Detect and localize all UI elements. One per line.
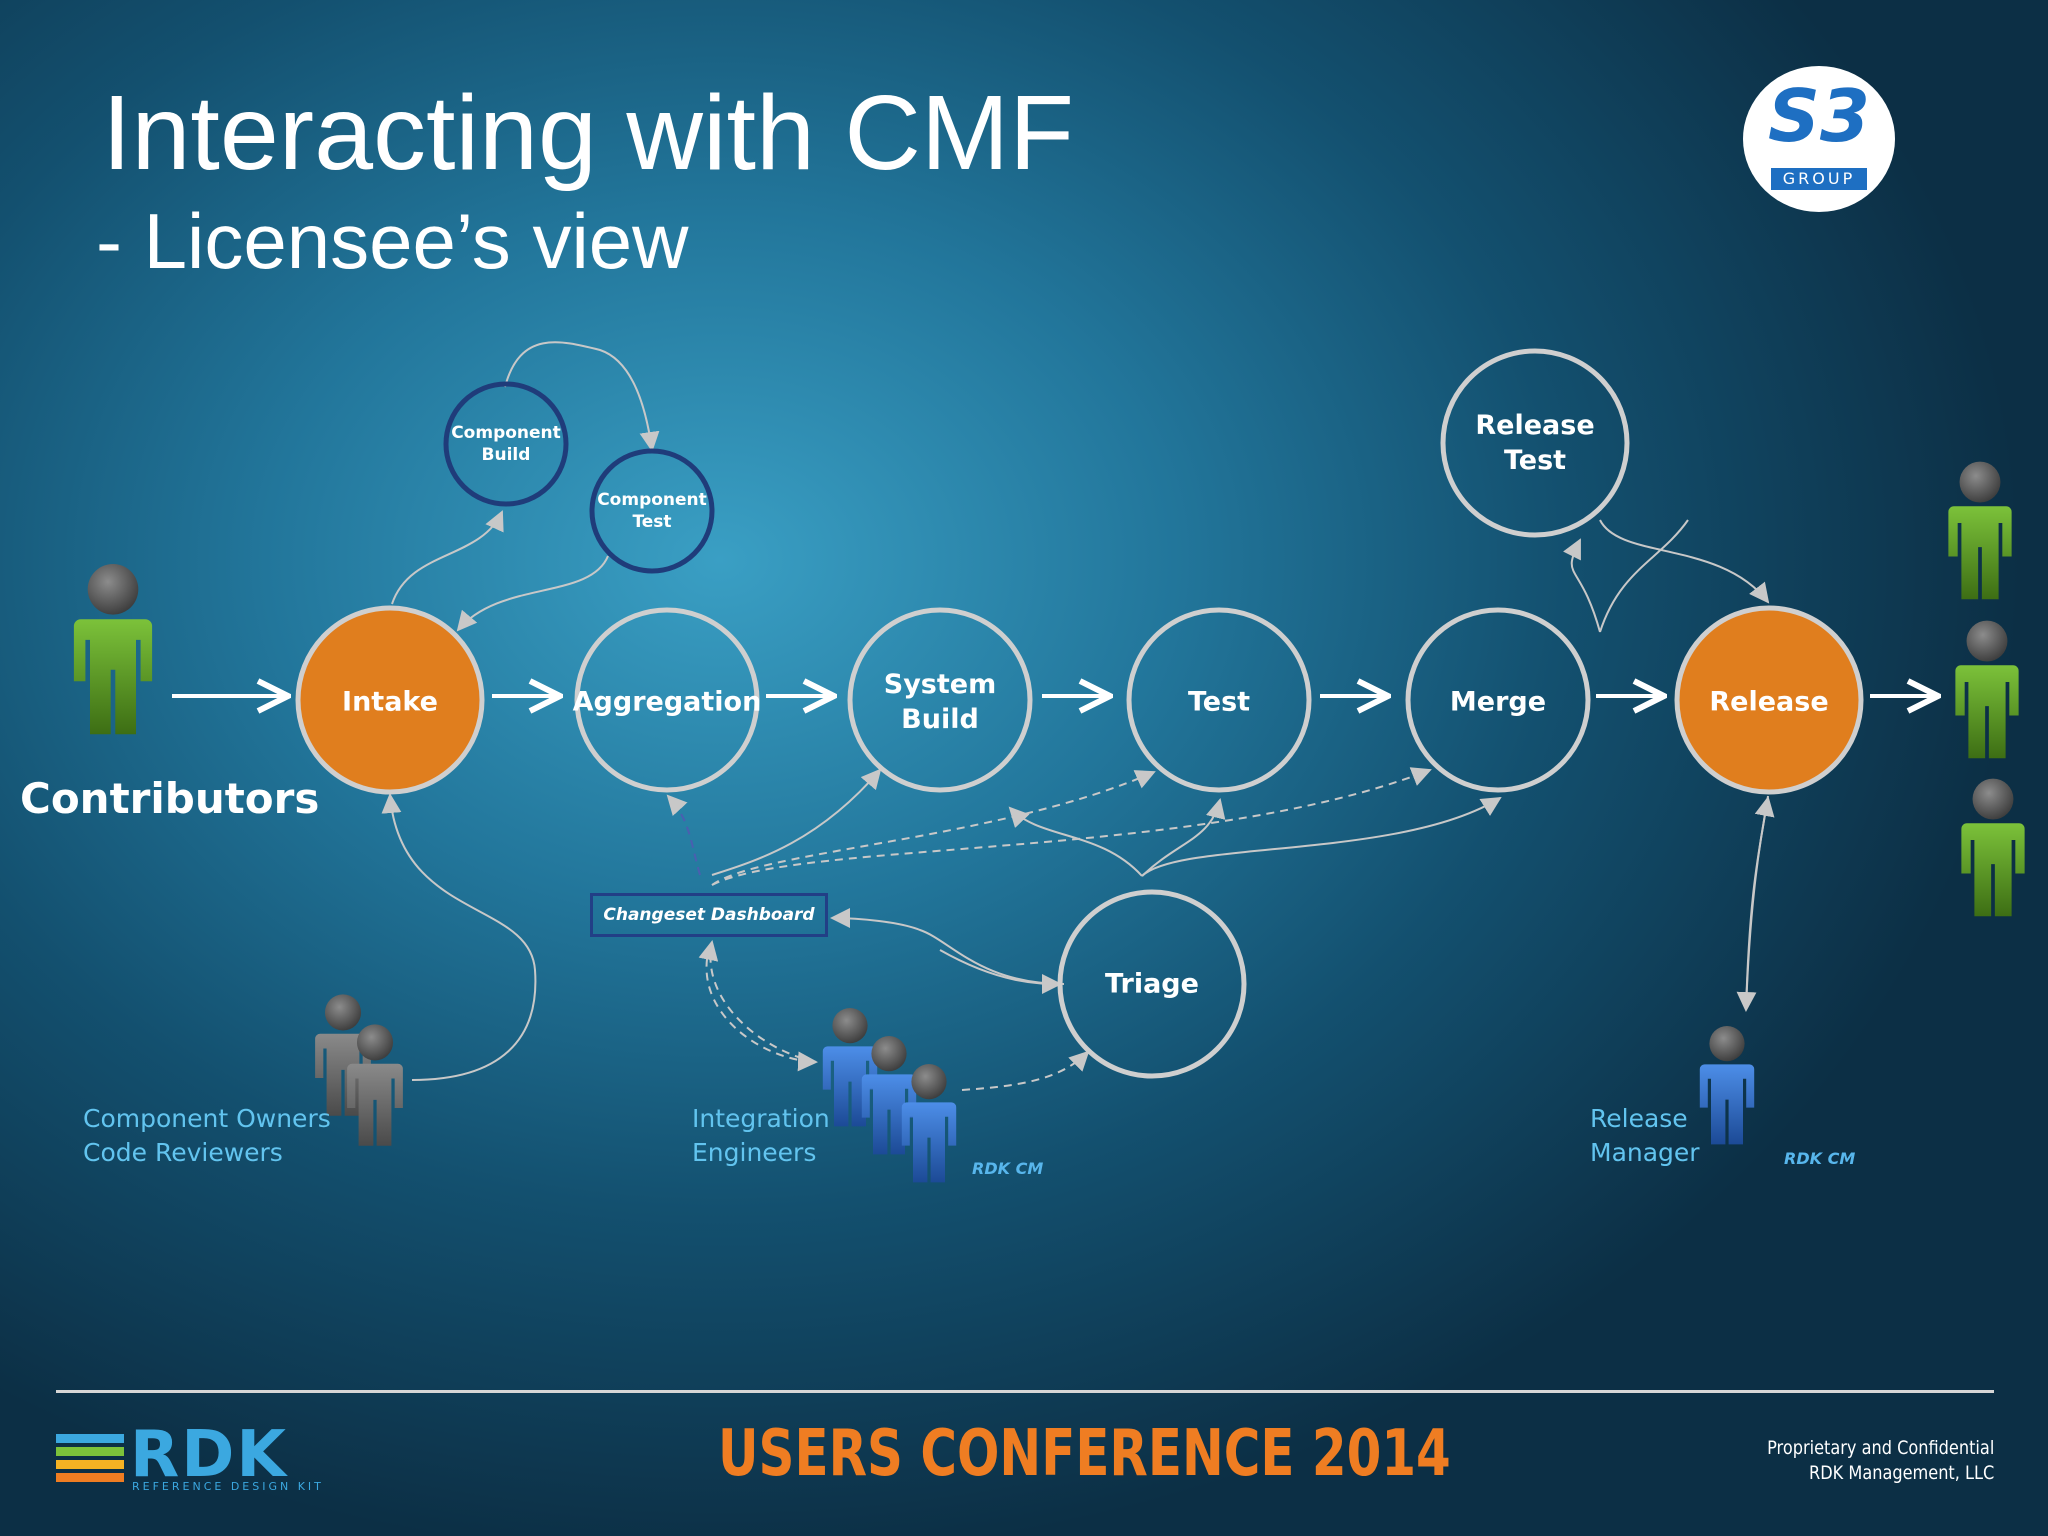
release-test-node [1440, 348, 1630, 538]
dashed-connectors [666, 767, 1432, 1091]
end-user-person-icons [1948, 461, 2025, 917]
release-manager-label: Release Manager [1590, 1104, 1700, 1167]
changeset-dashboard: Changeset Dashboard [590, 893, 828, 937]
connector-lines [381, 341, 1775, 1081]
integration-engineers-person-icons [822, 1008, 957, 1183]
rdk-cm-label-integration: RDK CM [972, 1159, 1044, 1178]
intake-label: Intake [342, 686, 438, 718]
aggregation-node [574, 607, 760, 793]
component-owners-label: Component Owners Code Reviewers [83, 1104, 331, 1167]
triage-label: Triage [1105, 968, 1199, 1000]
s3-group-logo: S3 GROUP [1743, 66, 1895, 212]
release-manager-person-icon [1699, 1026, 1755, 1145]
proprietary-notice: Proprietary and Confidential RDK Managem… [1766, 1437, 1994, 1484]
component-build-node [443, 381, 569, 507]
node-circles [295, 348, 1864, 1079]
intake-node [295, 605, 485, 795]
rdk-logo-text: RDK [130, 1418, 288, 1492]
system-build-label: System Build [883, 668, 997, 735]
release-label: Release [1709, 686, 1829, 718]
component-test-label: Component Test [597, 489, 707, 532]
system-build-node [847, 607, 1033, 793]
test-label: Test [1187, 686, 1251, 718]
footer-divider [56, 1390, 1994, 1393]
slide-subtitle: - Licensee’s view [96, 197, 689, 285]
rdk-logo-stripes [56, 1434, 124, 1482]
s3-logo-sub: GROUP [1771, 168, 1867, 190]
rdk-logo-subtext: REFERENCE DESIGN KIT [132, 1480, 324, 1493]
conference-title: USERS CONFERENCE 2014 [718, 1417, 1451, 1491]
component-build-label: Component Build [451, 422, 561, 465]
triage-node [1057, 889, 1247, 1079]
rdk-cm-label-release: RDK CM [1784, 1149, 1856, 1168]
merge-node [1405, 607, 1591, 793]
s3-logo-text: S3 [1768, 74, 1870, 158]
merge-label: Merge [1449, 686, 1547, 718]
release-test-label: Release Test [1475, 409, 1595, 476]
test-node [1126, 607, 1312, 793]
contributor-person-icon [73, 564, 153, 735]
integration-engineers-label: Integration Engineers [692, 1104, 830, 1167]
aggregation-label: Aggregation [572, 686, 762, 718]
release-node [1674, 605, 1864, 795]
component-test-node [589, 448, 715, 574]
contributors-label: Contributors [20, 774, 320, 823]
slide-title: Interacting with CMF [102, 74, 1074, 192]
